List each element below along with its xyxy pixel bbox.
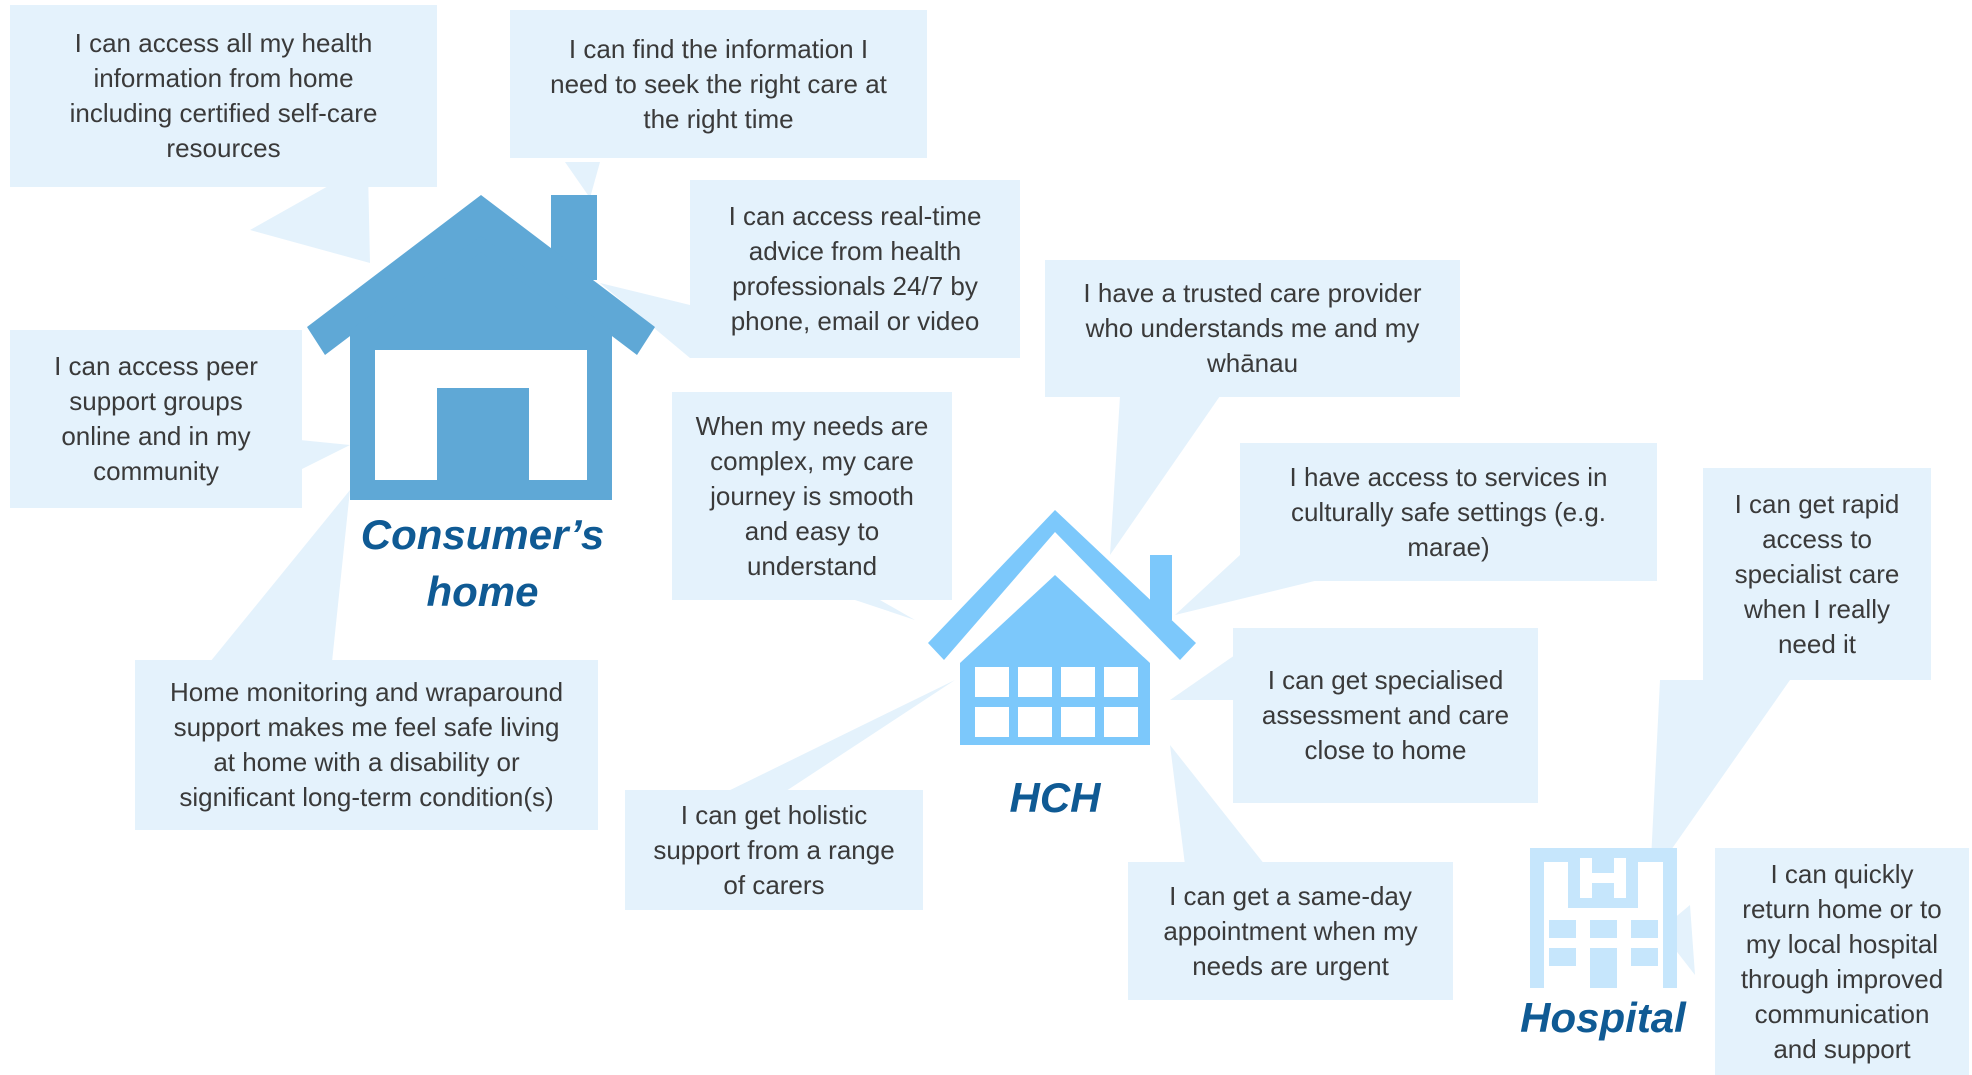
bubble-realtime: I can access real-time advice from healt… [690,180,1020,358]
bubble-tails [210,162,1790,975]
label-consumers-home: Consumer’s home [360,511,605,615]
bubble-find-info: I can find the information I need to see… [510,10,927,158]
house-icon [307,195,655,500]
bubble-complex: When my needs are complex, my care journ… [672,392,952,600]
tail-find-info [565,162,600,198]
bubble-return: I can quickly return home or to my local… [1715,848,1969,1075]
building-icon [928,510,1196,745]
label-hospital: Hospital [1520,994,1686,1041]
hospital-icon [1530,848,1677,988]
bubble-peer: I can access peer support groups online … [10,330,302,508]
bubble-specialised: I can get specialised assessment and car… [1233,628,1538,803]
tail-complex [855,600,915,620]
tail-return [1660,905,1695,975]
bubble-cultural: I have access to services in culturally … [1240,443,1657,581]
label-hch: HCH [1009,774,1101,821]
tail-peer [300,440,350,470]
bubble-rapid: I can get rapid access to specialist car… [1703,468,1931,680]
tail-trusted [1110,396,1220,555]
tail-holistic [720,680,955,795]
bubble-monitoring: Home monitoring and wraparound support m… [135,660,598,830]
bubble-home-info: I can access all my health information f… [10,5,437,187]
bubble-trusted: I have a trusted care provider who under… [1045,260,1460,397]
tail-specialised [1170,655,1235,700]
tail-monitoring [210,490,350,662]
bubble-holistic: I can get holistic support from a range … [625,790,923,910]
tail-sameday [1170,745,1265,865]
tail-home-info [250,170,370,263]
tail-rapid [1650,680,1790,880]
bubble-sameday: I can get a same-day appointment when my… [1128,862,1453,1000]
